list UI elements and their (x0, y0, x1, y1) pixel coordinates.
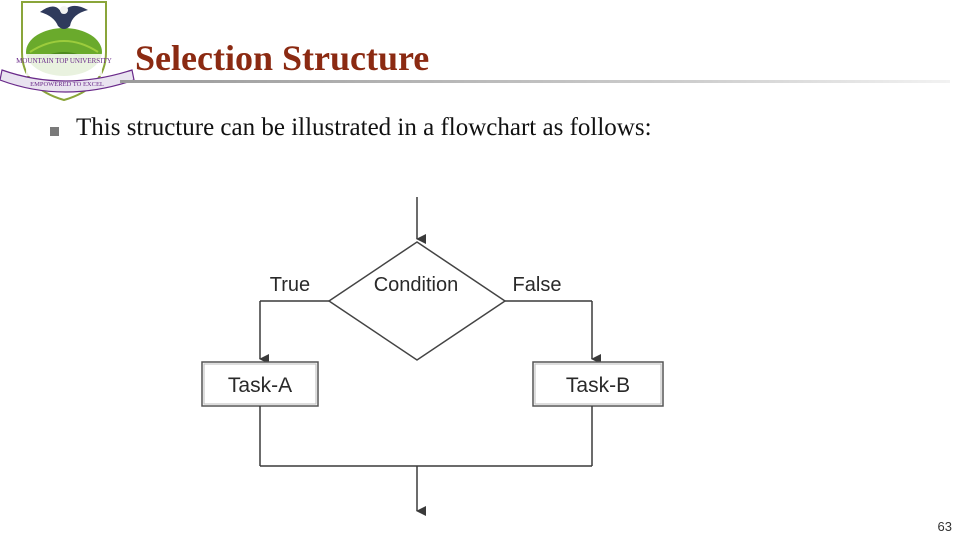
slide-number: 63 (937, 519, 952, 534)
university-logo: MOUNTAIN TOP UNIVERSITY EMPOWERED TO EXC… (0, 1, 135, 102)
true-label: True (270, 274, 310, 296)
task-b-box (532, 361, 664, 407)
logo-motto: EMPOWERED TO EXCEL (30, 81, 104, 88)
bullet-text: This structure can be illustrated in a f… (76, 114, 652, 141)
title-underline (120, 80, 950, 83)
slide-title: Selection Structure (135, 38, 430, 78)
task-b-label: Task-B (566, 374, 630, 397)
logo-university-name: MOUNTAIN TOP UNIVERSITY (16, 57, 112, 65)
bullet-square-icon (50, 127, 59, 136)
condition-diamond (327, 241, 507, 361)
false-label: False (513, 274, 562, 296)
condition-label: Condition (374, 274, 459, 296)
task-a-box (201, 361, 319, 407)
eagle-icon (40, 5, 88, 29)
task-a-label: Task-A (228, 374, 292, 397)
selection-flowchart: Condition True False Task-A Task-B (201, 197, 664, 516)
